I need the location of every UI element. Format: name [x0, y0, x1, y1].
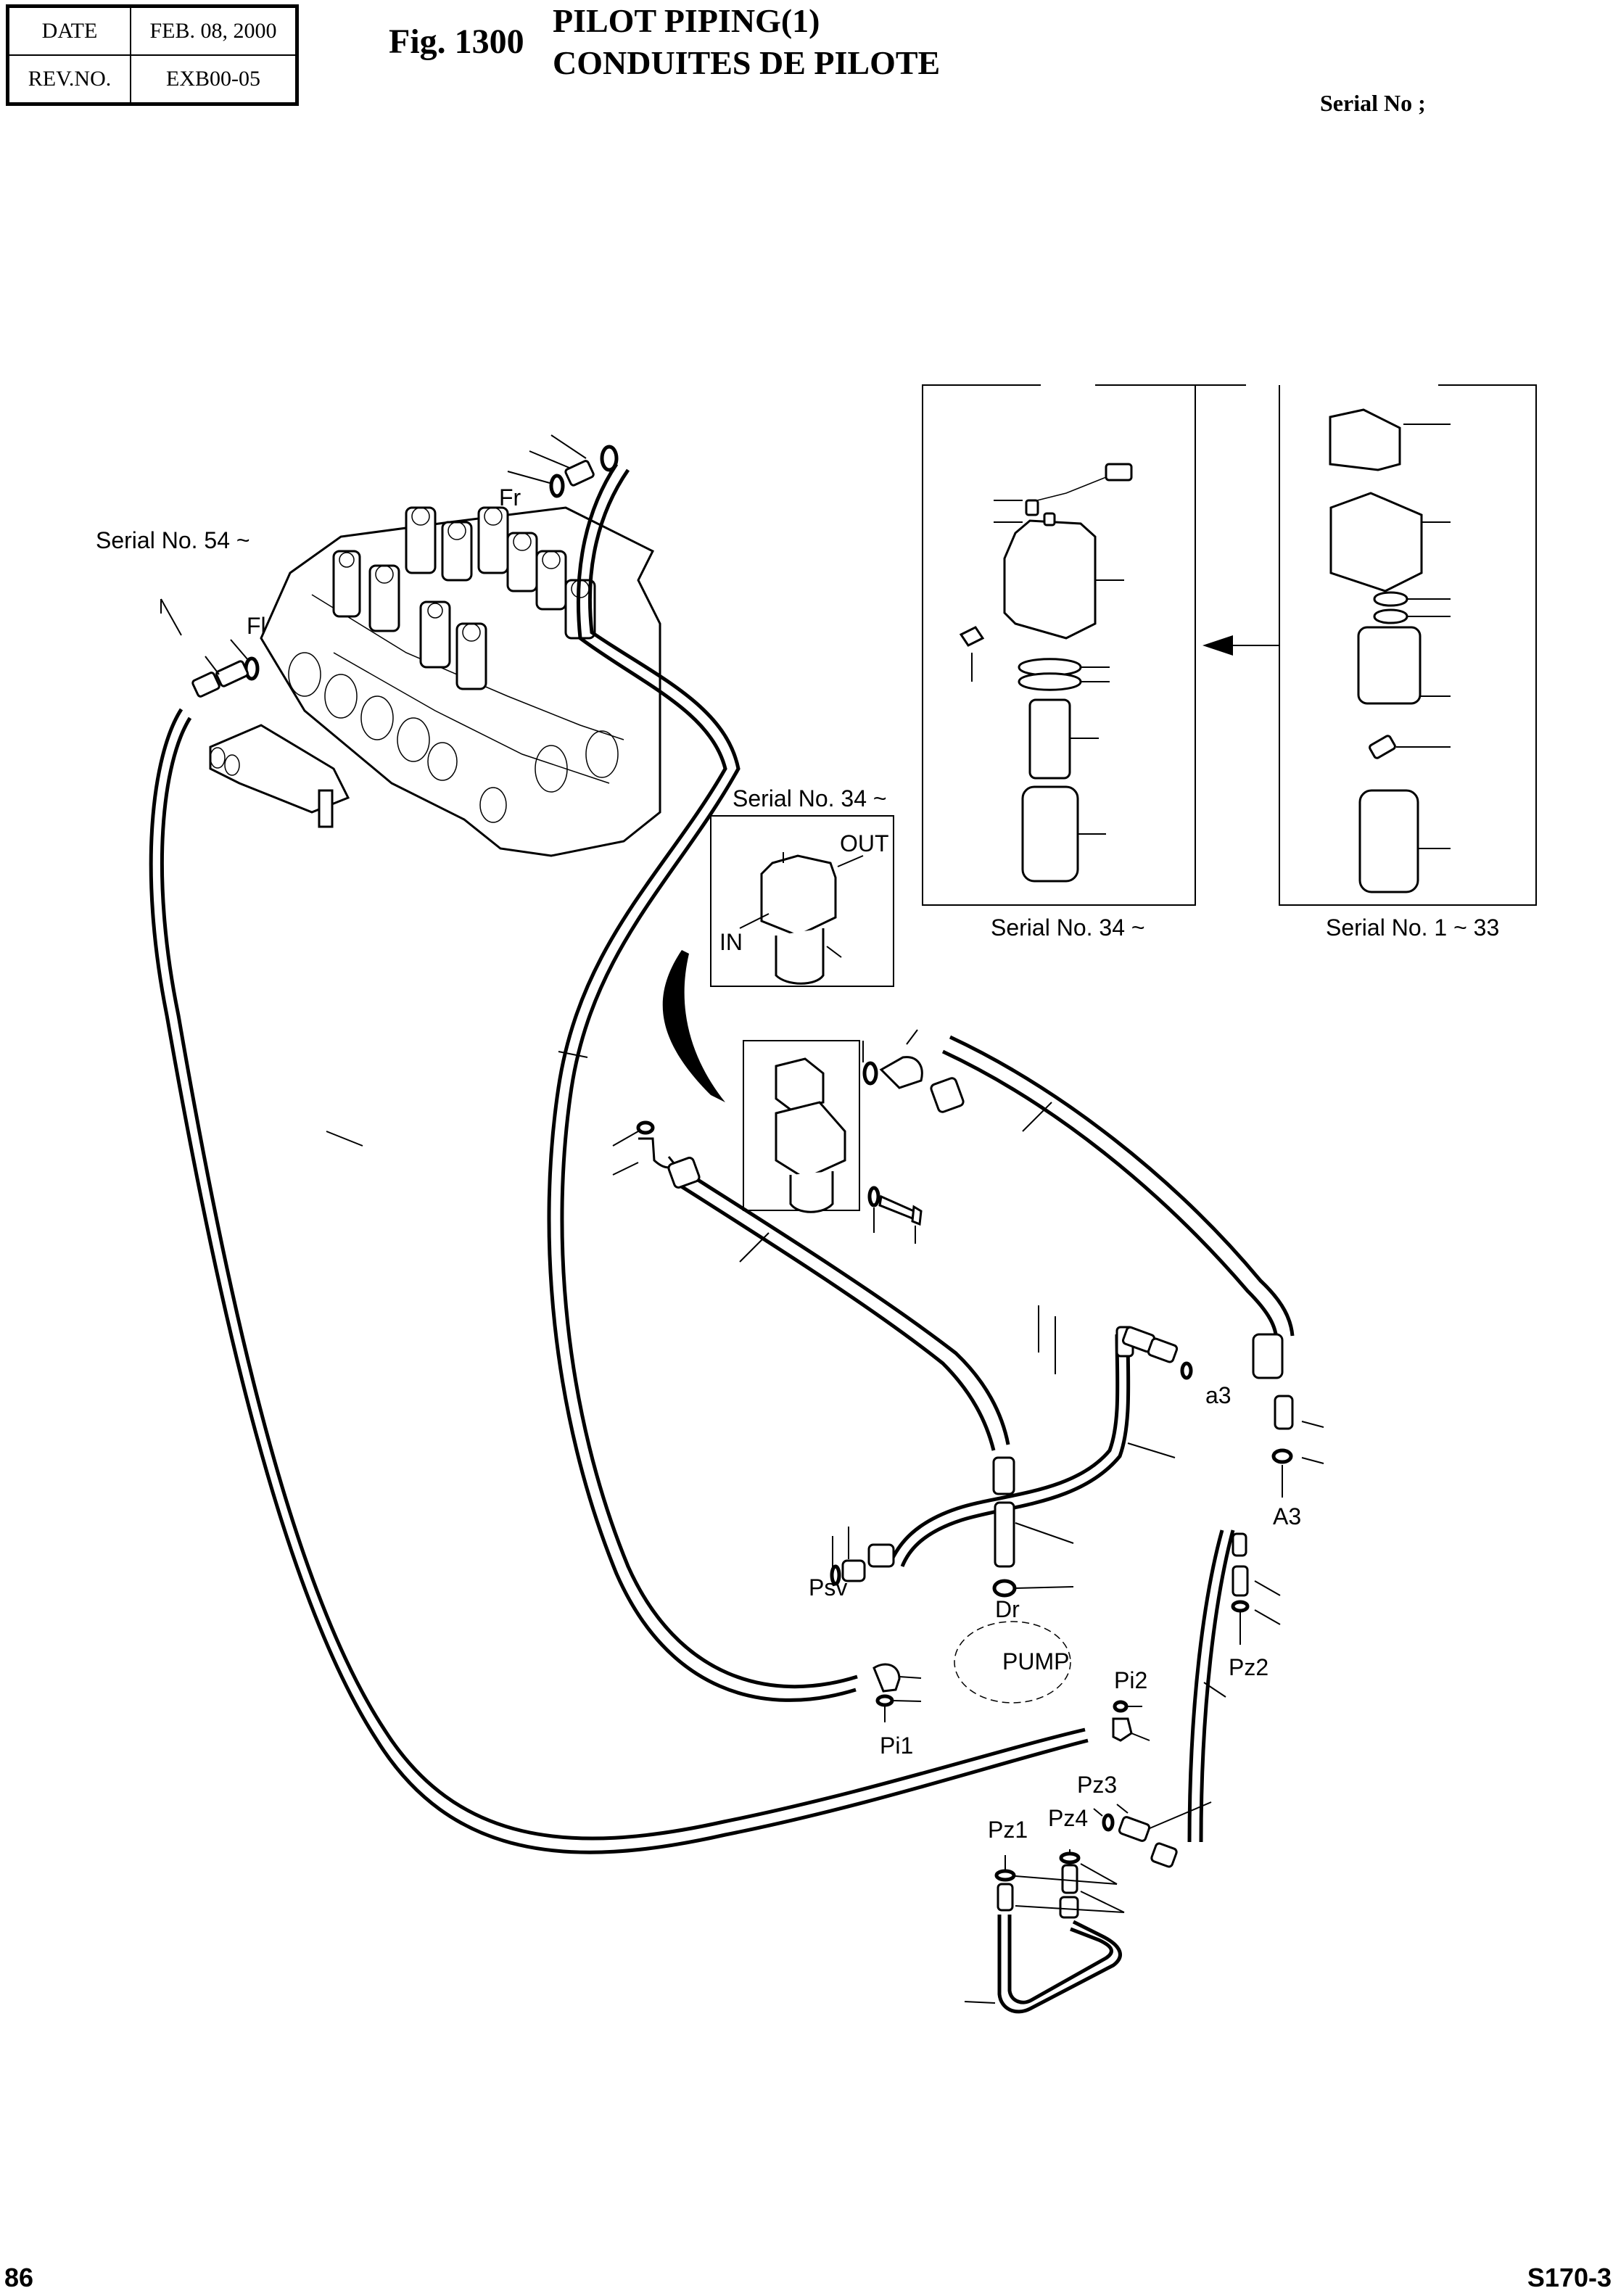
- label-serial-1-33-box: Serial No. 1 ~ 33: [1326, 914, 1499, 941]
- model-code: S170-3: [1527, 2263, 1612, 2292]
- pointer-arrow-icon: [160, 598, 182, 636]
- pilot-filter-assembly: [743, 1029, 965, 1244]
- fr-port-fitting: [507, 434, 619, 498]
- label-dr: Dr: [995, 1596, 1020, 1622]
- date-row: DATE FEB. 08, 2000: [7, 5, 298, 56]
- pz1-pz4-fittings: [994, 1849, 1125, 1919]
- rev-row: REV.NO. EXB00-05: [7, 54, 298, 105]
- psv-fittings: [830, 1527, 895, 1586]
- control-valve-block: [209, 506, 661, 857]
- hose-a3-to-psv: [890, 1334, 1176, 1567]
- label-pump: PUMP: [1002, 1648, 1069, 1674]
- hose-pilot-to-dr: [673, 1170, 1010, 1451]
- hose-fr-to-pi1: [547, 463, 858, 1702]
- elbow-fitting-left: [612, 1120, 701, 1189]
- hose-filter-to-a3: [941, 1035, 1295, 1342]
- label-serial-34-box: Serial No. 34 ~: [991, 914, 1145, 941]
- a3-fittings: [1038, 1305, 1324, 1498]
- replacement-arrow-icon: [1202, 635, 1280, 656]
- pz3-fittings: [1093, 1801, 1212, 1868]
- label-pz3: Pz3: [1077, 1772, 1117, 1798]
- label-a3-lower: a3: [1205, 1382, 1232, 1408]
- hose-fl-to-pi2: [149, 708, 1089, 1854]
- title-english: PILOT PIPING(1): [553, 2, 820, 39]
- spool-caps: [332, 506, 596, 690]
- dr-fittings: [992, 1456, 1074, 1598]
- title-french: CONDUITES DE PILOTE: [553, 44, 941, 81]
- page-number: 86: [4, 2263, 34, 2292]
- curved-arrow-icon: [662, 950, 725, 1102]
- serial-number-header: Serial No ;: [1320, 90, 1426, 116]
- hose-pz2-to-pz3: [1187, 1529, 1235, 1843]
- label-psv: Psv: [809, 1574, 847, 1601]
- detail-box-serial-1-33: [1129, 384, 1537, 906]
- date-label: DATE: [7, 5, 131, 56]
- label-pi2: Pi2: [1114, 1667, 1147, 1693]
- rev-label: REV.NO.: [7, 54, 131, 105]
- label-a3-upper: A3: [1273, 1503, 1301, 1529]
- label-fr: Fr: [499, 484, 521, 511]
- date-value: FEB. 08, 2000: [130, 5, 298, 56]
- label-in: IN: [719, 929, 743, 955]
- label-pz1: Pz1: [988, 1817, 1028, 1843]
- figure-number: Fig. 1300: [389, 22, 524, 61]
- label-serial-34-inset: Serial No. 34 ~: [733, 785, 887, 812]
- label-pz2: Pz2: [1229, 1654, 1268, 1680]
- pi2-fittings: [1112, 1700, 1150, 1742]
- pz2-fittings: [1231, 1532, 1281, 1645]
- label-out: OUT: [840, 830, 889, 856]
- label-serial-54: Serial No. 54 ~: [96, 527, 250, 553]
- label-pi1: Pi1: [880, 1733, 913, 1759]
- pi1-fittings: [872, 1663, 922, 1722]
- inset-filter-serial-34: [710, 815, 894, 987]
- hose-pz1-to-pz4: [964, 1915, 1122, 2014]
- detail-box-serial-34: [922, 384, 1196, 906]
- pump-outline: [954, 1621, 1071, 1704]
- figure-title: PILOT PIPING(1) CONDUITES DE PILOTE: [553, 0, 940, 84]
- revision-table: DATE FEB. 08, 2000 REV.NO. EXB00-05: [6, 4, 299, 106]
- label-pz4: Pz4: [1048, 1805, 1088, 1831]
- side-ports: [288, 652, 619, 823]
- rev-value: EXB00-05: [130, 54, 298, 105]
- fl-port-fitting: [191, 639, 260, 698]
- label-fl: Fl: [247, 613, 266, 639]
